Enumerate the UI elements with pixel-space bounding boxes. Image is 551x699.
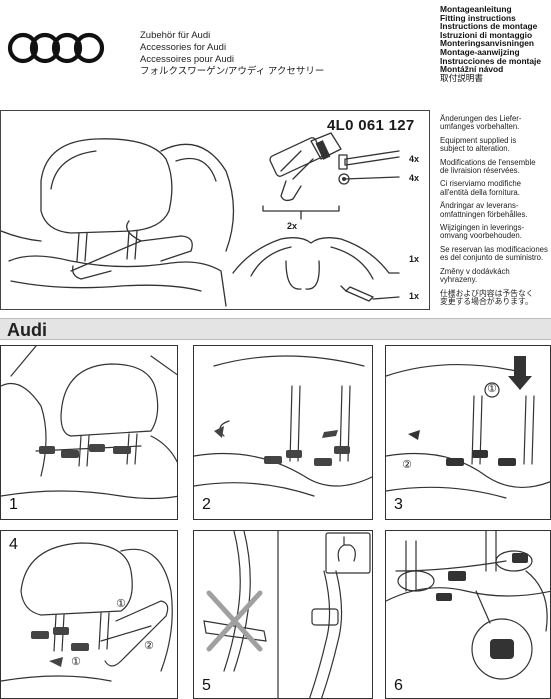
section-title: Audi bbox=[7, 320, 47, 340]
step-number-4: 4 bbox=[9, 536, 18, 553]
callout-1b-step-4: ① bbox=[71, 656, 81, 668]
instruction-line: Instrucciones de montaje bbox=[440, 55, 541, 66]
supply-notes: Änderungen des Liefer-umfanges vorbehalt… bbox=[440, 114, 551, 311]
step-6-illustration bbox=[386, 531, 550, 680]
step-1-illustration bbox=[1, 346, 177, 500]
instruction-line: Montageanleitung bbox=[440, 4, 512, 14]
instruction-line: Instructions de montage bbox=[440, 21, 538, 32]
callout-1-step-3: ① bbox=[487, 383, 497, 395]
step-number-2: 2 bbox=[202, 496, 211, 513]
qty-key: 1x bbox=[409, 291, 420, 301]
instruction-line: Istruzioni di montaggio bbox=[440, 29, 533, 40]
step-number-1: 1 bbox=[9, 496, 18, 513]
step-3-illustration bbox=[386, 356, 550, 499]
note-sv: Ändringar av leverans-omfattningen förbe… bbox=[440, 201, 528, 219]
instruction-line-jp: 取付説明書 bbox=[440, 72, 483, 83]
step-number-6: 6 bbox=[394, 677, 403, 694]
step-panel-3: ① ② 3 bbox=[385, 345, 551, 520]
parts-overview-box: 4x 4x 2x 1x 1x bbox=[0, 110, 430, 310]
instruction-line: Fitting instructions bbox=[440, 12, 516, 23]
callout-2-step-3: ② bbox=[402, 459, 412, 471]
step-number-5: 5 bbox=[202, 677, 211, 694]
qty-hanger: 1x bbox=[409, 254, 420, 264]
section-bar: Audi bbox=[0, 318, 551, 340]
qty-bolt: 4x bbox=[409, 154, 420, 164]
brand-line: Accessoires pour Audi bbox=[140, 54, 234, 65]
brand-line: Accessories for Audi bbox=[140, 42, 227, 53]
note-jp: 仕様および内容は予告なく変更する場合があります。 bbox=[440, 288, 534, 306]
step-panel-1: 1 bbox=[0, 345, 178, 520]
step-panel-5: 5 bbox=[193, 530, 373, 699]
audi-rings-logo bbox=[7, 32, 105, 64]
note-nl: Wijzigingen in leverings-omvang voorbeho… bbox=[440, 223, 525, 241]
instruction-line: Monteringsanvisningen bbox=[440, 38, 534, 49]
step-panel-4: ① ② ① 4 bbox=[0, 530, 178, 699]
parts-overview-illustration bbox=[0, 132, 400, 307]
qty-nut: 4x bbox=[409, 173, 420, 183]
brand-line: Zubehör für Audi bbox=[140, 30, 211, 41]
callout-2-step-4: ② bbox=[144, 640, 154, 652]
instruction-line: Montage-aanwijzing bbox=[440, 46, 520, 57]
step-5-illustration bbox=[203, 531, 371, 698]
instruction-titles: Montageanleitung Fitting instructions In… bbox=[440, 5, 541, 82]
step-2-illustration bbox=[194, 355, 372, 497]
instruction-line: Montážní návod bbox=[440, 64, 504, 75]
callout-1-step-4: ① bbox=[116, 598, 126, 610]
brand-lines: Zubehör für Audi Accessories for Audi Ac… bbox=[140, 30, 324, 78]
step-4-illustration bbox=[1, 542, 173, 682]
step-number-3: 3 bbox=[394, 496, 403, 513]
step-panel-2: 2 bbox=[193, 345, 373, 520]
step-panel-6: 6 bbox=[385, 530, 551, 699]
qty-pair: 2x bbox=[287, 221, 298, 231]
brand-line: フォルクスワーゲン/アウディ アクセサリー bbox=[140, 66, 325, 77]
part-number: 4L0 061 127 bbox=[327, 117, 415, 134]
note-de: Änderungen des Liefer-umfanges vorbehalt… bbox=[440, 114, 522, 132]
